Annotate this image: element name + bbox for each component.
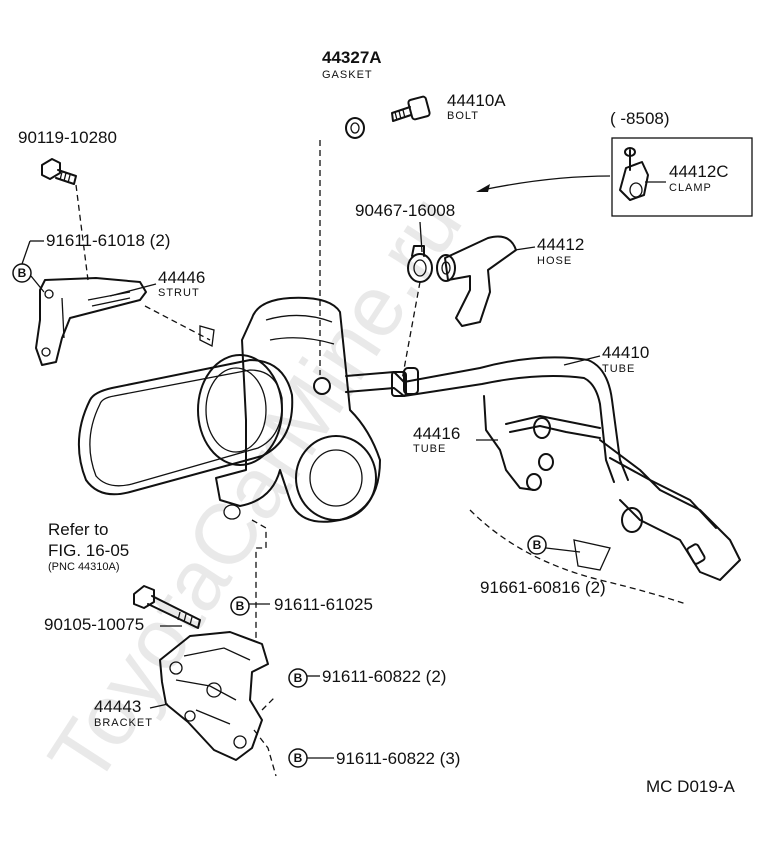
pressure-tube-name: TUBE	[602, 363, 635, 375]
long-bolt-number: 90105-10075	[44, 615, 144, 634]
bolt-91611-60822-2-number: 91611-60822 (2)	[322, 667, 446, 686]
bolt-91661-number: 91661-60816 (2)	[480, 578, 606, 597]
bracket-name: BRACKET	[94, 717, 153, 729]
clamp-inset-box	[611, 137, 753, 217]
bracket-part	[159, 631, 269, 761]
arrow-head	[476, 184, 490, 192]
clamp-name: CLAMP	[669, 182, 712, 194]
bolt-90119-part	[41, 158, 77, 185]
svg-text:B: B	[236, 599, 245, 613]
refer-line-3: (PNC 44310A)	[48, 561, 120, 573]
refer-line-2: FIG. 16-05	[48, 541, 129, 560]
pressure-tube-part	[345, 356, 629, 483]
refer-line-1: Refer to	[48, 520, 108, 539]
marker-b-1: B	[12, 263, 32, 283]
clamp-part	[619, 147, 649, 201]
diagram-code: MC D019-A	[646, 777, 735, 796]
svg-text:B: B	[294, 751, 303, 765]
gasket-part	[345, 117, 365, 139]
hose-number: 44412	[537, 235, 584, 254]
power-steering-pump	[215, 296, 381, 523]
marker-b-5: B	[288, 748, 308, 768]
marker-b-2: B	[527, 535, 547, 555]
svg-text:B: B	[533, 538, 542, 552]
pressure-tube-number: 44410	[602, 343, 649, 362]
hose-name: HOSE	[537, 255, 572, 267]
bolt-91611-61025-number: 91611-61025	[274, 595, 373, 614]
bolt-number: 44410A	[447, 91, 506, 110]
marker-b-3: B	[230, 596, 250, 616]
gasket-name: GASKET	[322, 69, 373, 81]
svg-text:B: B	[294, 671, 303, 685]
marker-b-4: B	[288, 668, 308, 688]
clip-number: 90467-16008	[355, 201, 455, 220]
return-tube-part	[483, 395, 741, 581]
clamp-number: 44412C	[669, 162, 729, 181]
strut-number: 44446	[158, 268, 205, 287]
bolt-91611-60822-3-number: 91611-60822 (3)	[336, 749, 460, 768]
gasket-number: 44327A	[322, 48, 382, 67]
date-range: ( -8508)	[610, 109, 670, 128]
pulley	[197, 325, 283, 466]
bolt-name: BOLT	[447, 110, 479, 122]
bracket-number: 44443	[94, 697, 141, 716]
return-tube-name: TUBE	[413, 443, 446, 455]
return-tube-number: 44416	[413, 424, 460, 443]
drive-belt	[77, 359, 294, 496]
long-bolt-part	[133, 585, 201, 629]
strut-part	[35, 277, 147, 366]
strut-name: STRUT	[158, 287, 200, 299]
bolt-part	[391, 95, 431, 122]
svg-text:B: B	[18, 266, 27, 280]
bolt-91611-61018-number: 91611-61018 (2)	[46, 231, 170, 250]
bolt-90119-number: 90119-10280	[18, 128, 117, 147]
